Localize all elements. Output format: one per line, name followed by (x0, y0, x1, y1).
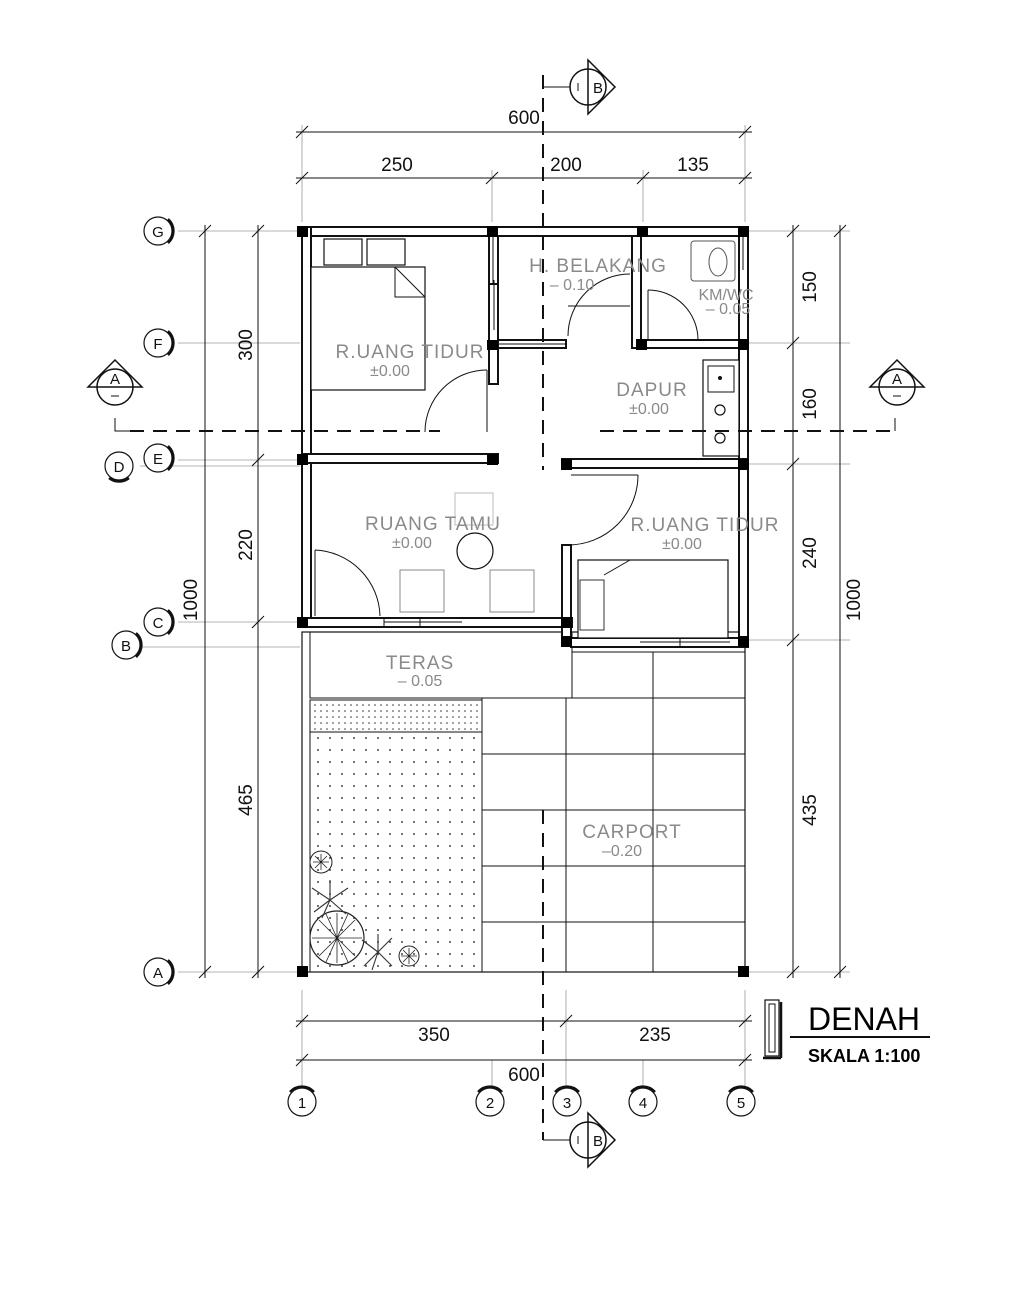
axis-bubble-e: E (143, 443, 175, 473)
axis-label-5: 5 (737, 1095, 745, 1112)
axis-label-1: 1 (298, 1095, 306, 1112)
section-a-left-label: A (110, 371, 120, 388)
room-living-level: ±0.00 (392, 535, 432, 552)
room-wc-name: KM/WC (698, 287, 753, 304)
dim-top-c: 135 (677, 155, 709, 176)
windows (383, 236, 744, 647)
furniture (310, 238, 736, 639)
section-b-top-label: B (593, 80, 603, 97)
axis-label-3: 3 (563, 1095, 571, 1112)
dim-bottom-b: 235 (639, 1025, 671, 1046)
section-cut-lines (114, 75, 896, 1140)
axis-bubble-3: 3 (552, 1085, 582, 1117)
axis-label-b: B (121, 638, 131, 655)
axis-bubble-b: B (111, 630, 143, 660)
section-marker-b-bottom: B (543, 1111, 617, 1169)
axis-bubble-5: 5 (726, 1085, 756, 1117)
dim-left-c: 465 (236, 784, 257, 816)
structural-columns (297, 226, 749, 977)
section-marker-b-top: B (543, 58, 617, 116)
axis-label-4: 4 (639, 1095, 647, 1112)
doors (314, 273, 699, 617)
axis-bubble-c: C (143, 607, 175, 637)
dim-top-b: 200 (550, 155, 582, 176)
drawing-scale: SKALA 1:100 (808, 1046, 920, 1066)
axis-label-e: E (153, 451, 163, 468)
axis-label-c: C (153, 615, 164, 632)
dim-bottom-a: 350 (418, 1025, 450, 1046)
room-kitchen-level: ±0.00 (629, 401, 669, 418)
room-wc-level: – 0.05 (706, 301, 751, 318)
dim-right-c: 240 (800, 537, 821, 569)
site-outline (301, 631, 746, 973)
dim-left-total: 1000 (181, 579, 202, 621)
axis-bubble-4: 4 (628, 1085, 658, 1117)
section-b-bottom-label: B (593, 1133, 603, 1150)
dim-top-a: 250 (381, 155, 413, 176)
dim-right-total: 1000 (844, 579, 865, 621)
dim-right-a: 150 (800, 271, 821, 303)
section-a-right-label: A (892, 371, 902, 388)
title-block: DENAH SKALA 1:100 (763, 999, 930, 1066)
room-bedroom2-level: ±0.00 (662, 536, 702, 553)
axis-label-d: D (114, 459, 125, 476)
section-marker-a-right: A (868, 358, 926, 406)
room-backyard-name: H. BELAKANG (529, 256, 667, 277)
room-terrace-name: TERAS (386, 653, 454, 674)
axis-label-2: 2 (486, 1095, 494, 1112)
room-backyard-level: – 0.10 (550, 277, 595, 294)
room-bedroom1-name: R.UANG TIDUR (336, 342, 485, 363)
axis-bubble-f: F (143, 328, 175, 358)
room-kitchen-name: DAPUR (616, 380, 688, 401)
dim-right-d: 435 (800, 794, 821, 826)
drawing-title: DENAH (808, 1001, 920, 1037)
room-carport-name: CARPORT (582, 822, 682, 843)
dimension-lines (198, 125, 847, 1067)
room-carport-level: –0.20 (602, 843, 642, 860)
axis-label-g: G (152, 224, 164, 241)
dim-top-total: 600 (508, 108, 540, 129)
axis-label-a: A (153, 965, 163, 982)
room-terrace-level: – 0.05 (398, 673, 443, 690)
axis-bubble-a: A (143, 957, 175, 987)
room-living-name: RUANG TAMU (365, 514, 501, 535)
grid-lines (140, 125, 850, 1088)
axis-label-f: F (153, 336, 162, 353)
axis-bubble-g: G (143, 216, 175, 246)
dim-bottom-total: 600 (508, 1065, 540, 1086)
dim-left-b: 220 (236, 529, 257, 561)
section-marker-a-left: A (86, 358, 144, 406)
axis-bubble-1: 1 (287, 1085, 317, 1117)
room-bedroom2-name: R.UANG TIDUR (631, 515, 780, 536)
dim-left-a: 300 (236, 329, 257, 361)
axis-bubble-d: D (104, 451, 134, 483)
carport-paving (481, 651, 745, 972)
garden-plants (309, 850, 420, 971)
dim-right-b: 160 (800, 388, 821, 420)
axis-bubble-2: 2 (475, 1085, 505, 1117)
room-bedroom1-level: ±0.00 (370, 363, 410, 380)
